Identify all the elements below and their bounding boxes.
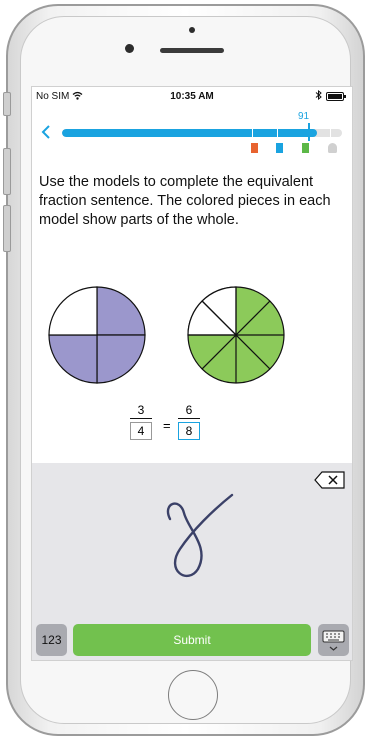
left-numerator: 3 xyxy=(137,403,145,417)
progress-tick xyxy=(330,129,331,137)
handwriting-pad[interactable] xyxy=(32,463,352,618)
equals-sign: = xyxy=(163,418,171,433)
volume-down-button xyxy=(3,205,11,252)
eighths-fraction-model xyxy=(187,286,285,384)
handwritten-digit-stroke xyxy=(166,493,234,578)
right-fraction: 6 8 xyxy=(178,402,200,440)
bookmark-icon xyxy=(276,143,283,156)
progress-tick xyxy=(252,129,253,137)
fraction-bar xyxy=(178,418,200,419)
progress-tick xyxy=(277,129,278,137)
keyboard-icon[interactable] xyxy=(318,624,349,656)
equivalent-fraction-sentence: 3 4 = 6 8 xyxy=(130,402,210,452)
bookmark-icon xyxy=(251,143,258,156)
battery-icon xyxy=(326,92,346,101)
input-toolbar: 123 Submit xyxy=(32,618,352,660)
volume-up-button xyxy=(3,148,11,195)
earpiece-speaker xyxy=(160,48,224,53)
progress-fill xyxy=(62,129,317,137)
left-fraction: 3 4 xyxy=(130,402,152,440)
status-bar: No SIM 10:35 AM xyxy=(32,87,352,107)
fourths-fraction-model xyxy=(48,286,146,384)
numeric-keyboard-button[interactable]: 123 xyxy=(36,624,67,656)
fraction-bar xyxy=(130,418,152,419)
front-camera xyxy=(125,44,134,53)
app-screen: No SIM 10:35 AM 91 Use the models to com… xyxy=(31,86,353,661)
wifi-icon xyxy=(72,91,83,100)
progress-value: 91 xyxy=(298,111,310,122)
answer-input-box[interactable]: 8 xyxy=(178,422,200,440)
carrier-text: No SIM xyxy=(36,91,70,102)
progress-marker xyxy=(308,123,310,141)
progress-bar xyxy=(62,129,342,137)
home-button[interactable] xyxy=(168,670,218,720)
backspace-icon[interactable] xyxy=(314,471,345,489)
trophy-icon xyxy=(328,143,337,156)
sensor-dot xyxy=(189,27,195,33)
carrier-label: No SIM xyxy=(36,91,83,102)
left-denominator: 4 xyxy=(130,422,152,440)
bookmark-icon xyxy=(302,143,309,156)
clock: 10:35 AM xyxy=(170,91,214,102)
back-chevron-icon[interactable] xyxy=(41,125,51,144)
question-text: Use the models to complete the equivalen… xyxy=(39,174,331,228)
mute-switch xyxy=(3,92,11,116)
bluetooth-icon xyxy=(315,89,322,103)
submit-button[interactable]: Submit xyxy=(73,624,311,656)
right-numerator: 6 xyxy=(185,403,193,417)
